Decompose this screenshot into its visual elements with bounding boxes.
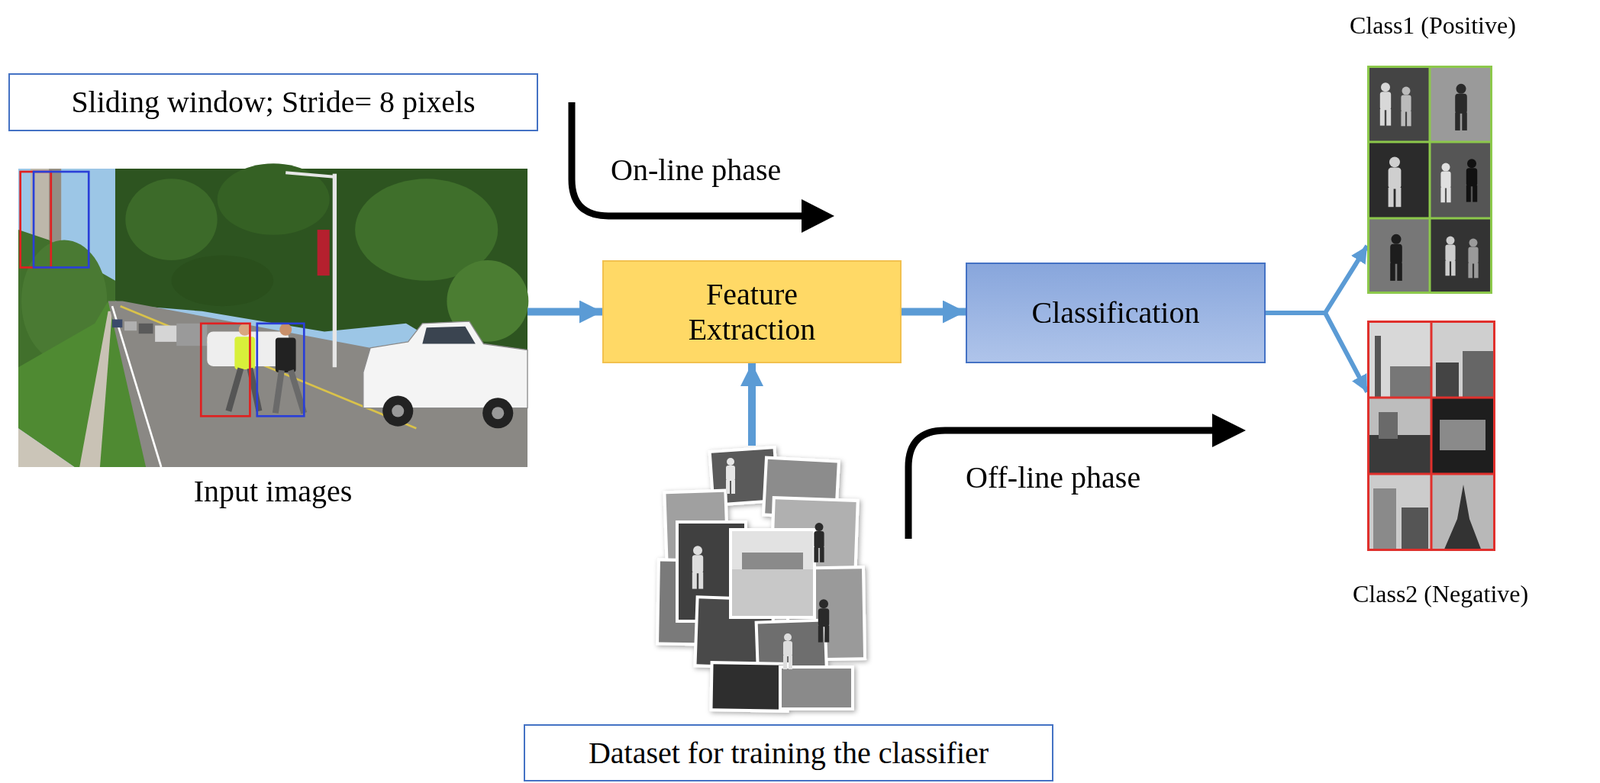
flow-arrow: [748, 363, 756, 446]
process-box: Classification: [965, 262, 1266, 364]
image-caption: Input images: [18, 474, 528, 510]
flow-arrow: [527, 308, 603, 317]
flow-arrow: [1265, 245, 1368, 313]
box-text: Dataset for training the classifier: [588, 735, 989, 771]
class-grid: Class2 (Negative): [1367, 320, 1496, 552]
phase-arrow: [571, 102, 835, 233]
box-text: Sliding window; Stride= 8 pixels: [70, 84, 475, 120]
flow-arrow: [901, 308, 966, 317]
process-box: Feature Extraction: [602, 260, 902, 364]
street-photo: [18, 163, 529, 468]
positive-samples: [1367, 65, 1493, 294]
phase-label: Off-line phase: [965, 460, 1141, 496]
phase-label: On-line phase: [610, 152, 781, 188]
negative-samples: [1367, 320, 1496, 552]
dataset-collage: [657, 447, 865, 712]
dataset-panel: Dataset for training the classifier: [523, 445, 1054, 782]
dataset-label-box: Dataset for training the classifier: [523, 724, 1054, 782]
class-label: Class2 (Negative): [1352, 580, 1529, 609]
input-image-panel: Input images: [18, 168, 528, 513]
box-text: Classification: [1032, 295, 1200, 331]
annotation-box: Sliding window; Stride= 8 pixels: [8, 73, 539, 132]
class-grid: Class1 (Positive): [1367, 65, 1493, 294]
phase-arrow: [908, 413, 1246, 539]
box-text: Feature Extraction: [656, 277, 848, 348]
class-label: Class1 (Positive): [1349, 11, 1517, 40]
flow-arrow: [1265, 312, 1368, 393]
